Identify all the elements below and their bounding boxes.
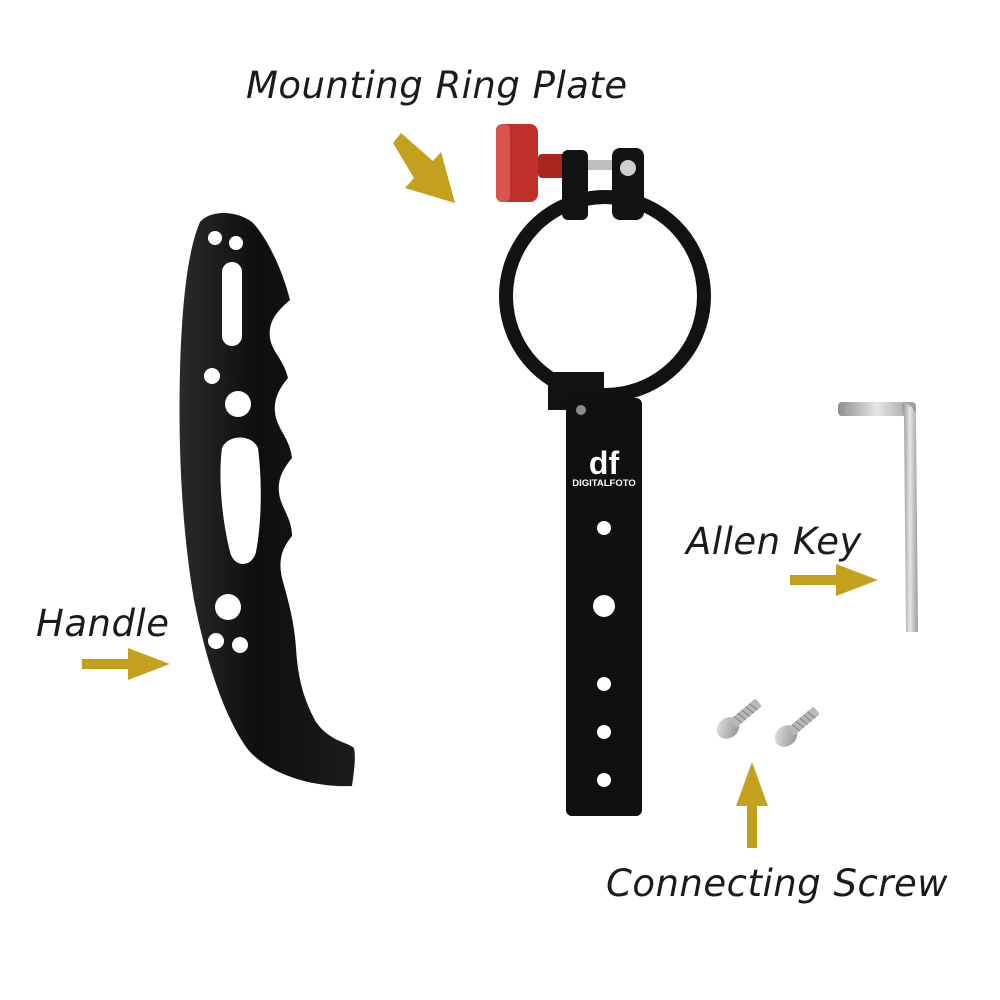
arm-hole [597, 773, 611, 787]
handle-hole [225, 391, 251, 417]
allen-key-long-arm [902, 404, 918, 632]
clamp-ear-right [612, 148, 644, 220]
brand-logo: df [589, 445, 620, 481]
brand-name: DIGITALFOTO [572, 478, 636, 489]
arm-holes [593, 521, 615, 787]
handle-slot [222, 262, 242, 346]
handle-body [179, 213, 355, 787]
handle-holes [204, 231, 261, 653]
label-allen-key: Allen Key [686, 520, 862, 563]
mounting-ring-plate-part: df DIGITALFOTO [496, 124, 711, 816]
handle-hole [215, 594, 241, 620]
label-connecting-screw: Connecting Screw [606, 862, 949, 905]
handle-hole [229, 236, 243, 250]
allen-key-short-arm [838, 402, 916, 416]
arrow-handle-icon [82, 648, 170, 680]
handle-hole [204, 368, 220, 384]
allen-key-part [838, 402, 918, 632]
handle-part [179, 213, 355, 787]
arrow-allen-key-icon [790, 564, 878, 596]
arm-hole [593, 595, 615, 617]
label-mounting-ring-plate: Mounting Ring Plate [246, 64, 628, 107]
screw [774, 707, 820, 747]
handle-hole [232, 637, 248, 653]
screw [716, 699, 762, 739]
red-knob [496, 124, 618, 202]
connecting-screws [716, 699, 820, 747]
arm-hole [597, 677, 611, 691]
arm-hole [597, 521, 611, 535]
arm-hole [597, 725, 611, 739]
handle-hole [208, 633, 224, 649]
arrow-screw-icon [736, 762, 768, 848]
handle-hole [208, 231, 222, 245]
label-handle: Handle [36, 602, 170, 645]
arrow-ring-plate-icon [393, 133, 455, 203]
clamp-ear-left [562, 150, 588, 220]
handle-slot [220, 437, 261, 564]
